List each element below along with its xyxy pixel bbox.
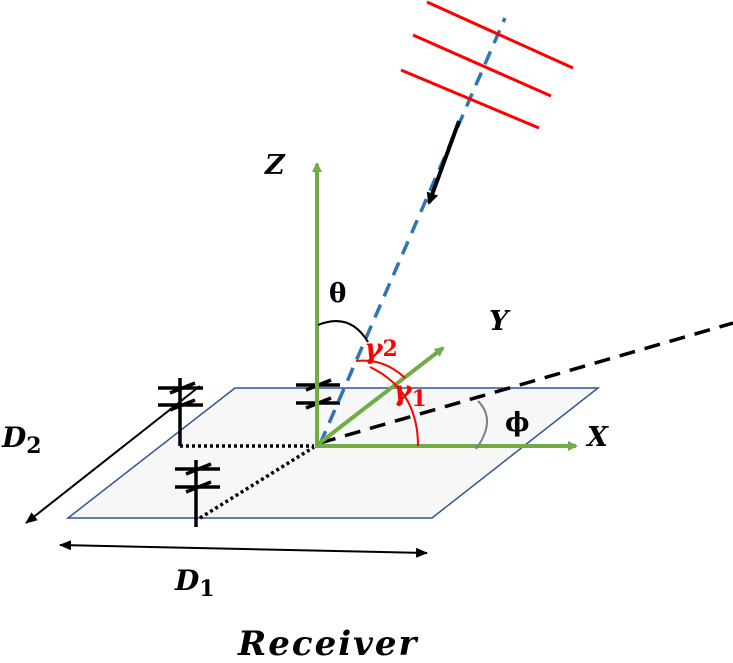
receiver-caption: Receiver <box>237 624 419 663</box>
theta-label: θ <box>329 279 346 309</box>
theta-arc <box>317 320 369 343</box>
d1-label: D1 <box>174 564 215 602</box>
gamma1-arc <box>369 366 419 447</box>
gamma2-arc <box>355 359 406 379</box>
wavefront-lines <box>400 0 574 130</box>
propagation-arrow <box>426 120 461 205</box>
gamma1-label: γ1 <box>393 374 427 412</box>
y-axis-arrow <box>315 346 445 447</box>
wavefront-line <box>400 68 540 130</box>
z-axis-label: Z <box>264 150 286 181</box>
d2-label: D2 <box>1 421 42 459</box>
wavefront-line <box>412 33 552 98</box>
phi-arc <box>475 400 488 450</box>
antenna-icon <box>175 460 220 527</box>
d1-dimension-arrow <box>59 540 428 558</box>
antenna-icon <box>158 378 203 446</box>
phi-label: ϕ <box>505 408 529 438</box>
incident-ray-dashed <box>318 17 507 445</box>
baseline-d1-dotted <box>199 445 315 520</box>
gamma2-label: γ2 <box>364 332 398 365</box>
wavefront-line <box>426 0 574 70</box>
y-axis-label: Y <box>489 306 511 337</box>
x-axis-label: X <box>585 422 609 453</box>
azimuth-projection-dashed <box>319 321 733 445</box>
